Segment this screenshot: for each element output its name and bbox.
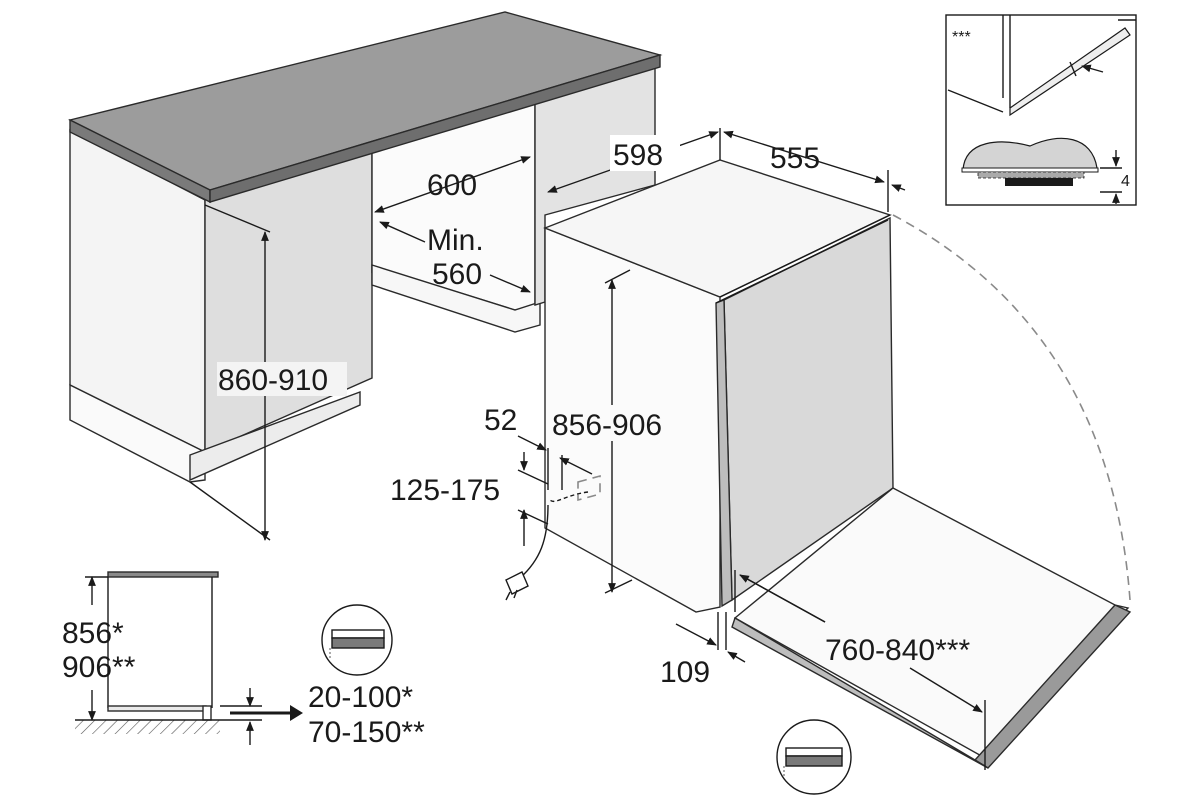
appliance-width-label-bg bbox=[610, 135, 680, 171]
socket-offset-dimension: 52 bbox=[484, 404, 593, 490]
feet-range-label-b: 70-150** bbox=[308, 716, 425, 749]
cabinet-height-dimension: 860-910 bbox=[189, 204, 347, 541]
power-socket bbox=[549, 474, 601, 502]
countertop-side-edge bbox=[209, 54, 661, 203]
min-depth-dimension: Min. 560 bbox=[379, 221, 531, 293]
floor-hatch bbox=[75, 720, 220, 734]
arrow-icon bbox=[230, 705, 303, 721]
appliance-height-label-bg bbox=[550, 405, 680, 441]
appliance-width-dimension: 598 bbox=[547, 128, 721, 193]
inset-dimension-label: 4 bbox=[1121, 173, 1130, 190]
appliance-width-label: 598 bbox=[613, 139, 663, 172]
cabinet-width-label: 600 bbox=[427, 169, 477, 202]
door-swing-dimension: 760-840*** bbox=[734, 570, 986, 770]
left-cabinet-side-base bbox=[189, 390, 361, 482]
side-elevation-detail: 856* 906** bbox=[62, 571, 262, 745]
appliance-depth-label: 555 bbox=[770, 142, 820, 175]
side-height-label-a: 856* bbox=[62, 617, 124, 650]
appliance-height-label: 856-906 bbox=[552, 409, 662, 442]
plug-icon bbox=[505, 504, 549, 601]
min-depth-label-a: Min. bbox=[427, 224, 484, 257]
niche-floor bbox=[371, 264, 541, 333]
cabinet-width-dimension: 600 bbox=[374, 156, 531, 213]
left-cabinet-plinth bbox=[69, 383, 206, 483]
appliance-depth-dimension: 555 bbox=[723, 130, 906, 212]
open-door-edge-front bbox=[731, 616, 989, 769]
feet-range-label-a: 20-100* bbox=[308, 681, 413, 714]
appliance-height-dimension: 856-906 bbox=[550, 269, 680, 594]
socket-offset-label: 52 bbox=[484, 404, 517, 437]
plinth-gap-dimension: 109 bbox=[660, 612, 746, 689]
cabinet-height-label-bg bbox=[217, 362, 347, 396]
hinge-inset: *** 4 bbox=[945, 14, 1137, 206]
open-door-panel bbox=[731, 487, 1132, 769]
min-depth-label-b: 560 bbox=[432, 258, 482, 291]
socket-height-label: 125-175 bbox=[390, 474, 500, 507]
cabinet-height-label: 860-910 bbox=[218, 364, 328, 397]
door-edge-detail-icon bbox=[321, 604, 393, 676]
door-swing-label: 760-840*** bbox=[825, 634, 970, 667]
inset-marker: *** bbox=[952, 29, 971, 46]
door-edge-detail-icon-2 bbox=[776, 719, 852, 795]
side-height-label-b: 906** bbox=[62, 651, 136, 684]
door-swing-arc bbox=[892, 214, 1131, 601]
plinth-gap-label: 109 bbox=[660, 656, 710, 689]
socket-height-dimension: 125-175 bbox=[390, 452, 549, 546]
